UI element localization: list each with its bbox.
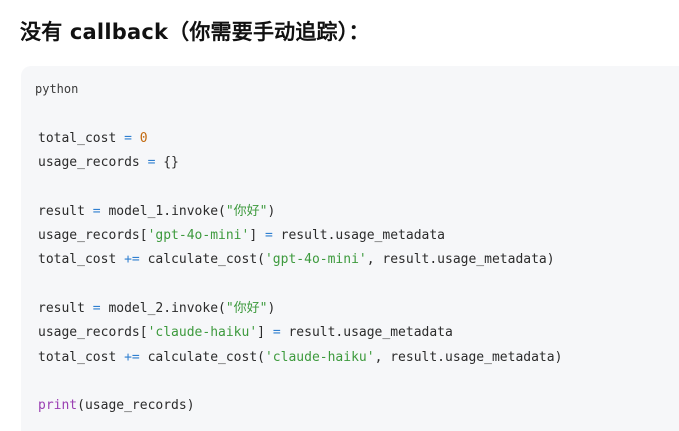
code-token: calculate_cost(: [139, 252, 265, 268]
code-token: , result.usage_metadata): [374, 349, 563, 365]
code-token: usage_records: [38, 155, 140, 171]
code-token: {}: [163, 155, 179, 171]
code-token: ]: [249, 228, 265, 244]
code-token: ): [267, 203, 276, 219]
code-token: (usage_records): [77, 398, 195, 414]
code-token: "你好": [225, 203, 268, 219]
code-token: ]: [257, 325, 273, 341]
code-token: [132, 131, 140, 146]
code-line: usage_records = {}: [38, 151, 562, 175]
code-token: [85, 204, 93, 219]
code-token: =: [272, 325, 281, 341]
code-line: result = model_2.invoke("你好"): [38, 297, 562, 321]
code-line: total_cost += calculate_cost('claude-hai…: [38, 346, 562, 370]
code-token: usage_records[: [38, 325, 148, 341]
code-line: [38, 370, 562, 394]
code-token: usage_records[: [38, 228, 148, 244]
code-line: [38, 176, 562, 200]
code-token: [85, 301, 93, 316]
code-token: +=: [124, 252, 140, 268]
section-heading: 没有 callback（你需要手动追踪）：: [20, 20, 370, 44]
code-token: 'gpt-4o-mini': [147, 228, 250, 244]
code-token: [140, 155, 148, 170]
code-token: result.usage_metadata: [272, 228, 445, 244]
code-language-label: python: [35, 82, 79, 96]
code-line: usage_records['claude-haiku'] = result.u…: [38, 321, 562, 345]
code-token: print: [38, 398, 78, 414]
code-token: , result.usage_metadata): [366, 252, 555, 268]
code-token: =: [124, 131, 132, 146]
code-line: result = model_1.invoke("你好"): [38, 200, 562, 224]
code-line: [38, 273, 562, 297]
code-token: "你好": [225, 301, 268, 317]
code-token: 'gpt-4o-mini': [264, 252, 367, 268]
code-token: result: [38, 301, 85, 317]
code-token: total_cost: [38, 131, 117, 146]
code-token: calculate_cost(: [139, 349, 265, 365]
code-token: model_2.invoke(: [100, 301, 226, 317]
code-token: =: [92, 203, 101, 219]
code-line: usage_records['gpt-4o-mini'] = result.us…: [38, 224, 562, 248]
code-token: result.usage_metadata: [280, 325, 453, 341]
code-token: =: [147, 155, 156, 171]
code-token: +=: [124, 349, 140, 365]
code-token: total_cost: [38, 252, 125, 268]
code-token: 0: [139, 131, 148, 146]
code-token: =: [92, 301, 101, 317]
code-token: =: [264, 228, 273, 244]
code-token: result: [38, 203, 85, 219]
code-token: [116, 131, 124, 146]
code-token: ): [267, 301, 276, 317]
code-token: model_1.invoke(: [100, 203, 226, 219]
code-token: total_cost: [38, 349, 125, 365]
code-line: print(usage_records): [38, 394, 562, 418]
code-token: 'claude-haiku': [147, 325, 258, 341]
code-line: total_cost = 0: [38, 127, 562, 151]
code-token: 'claude-haiku': [264, 349, 375, 365]
code-line: total_cost += calculate_cost('gpt-4o-min…: [38, 248, 562, 272]
